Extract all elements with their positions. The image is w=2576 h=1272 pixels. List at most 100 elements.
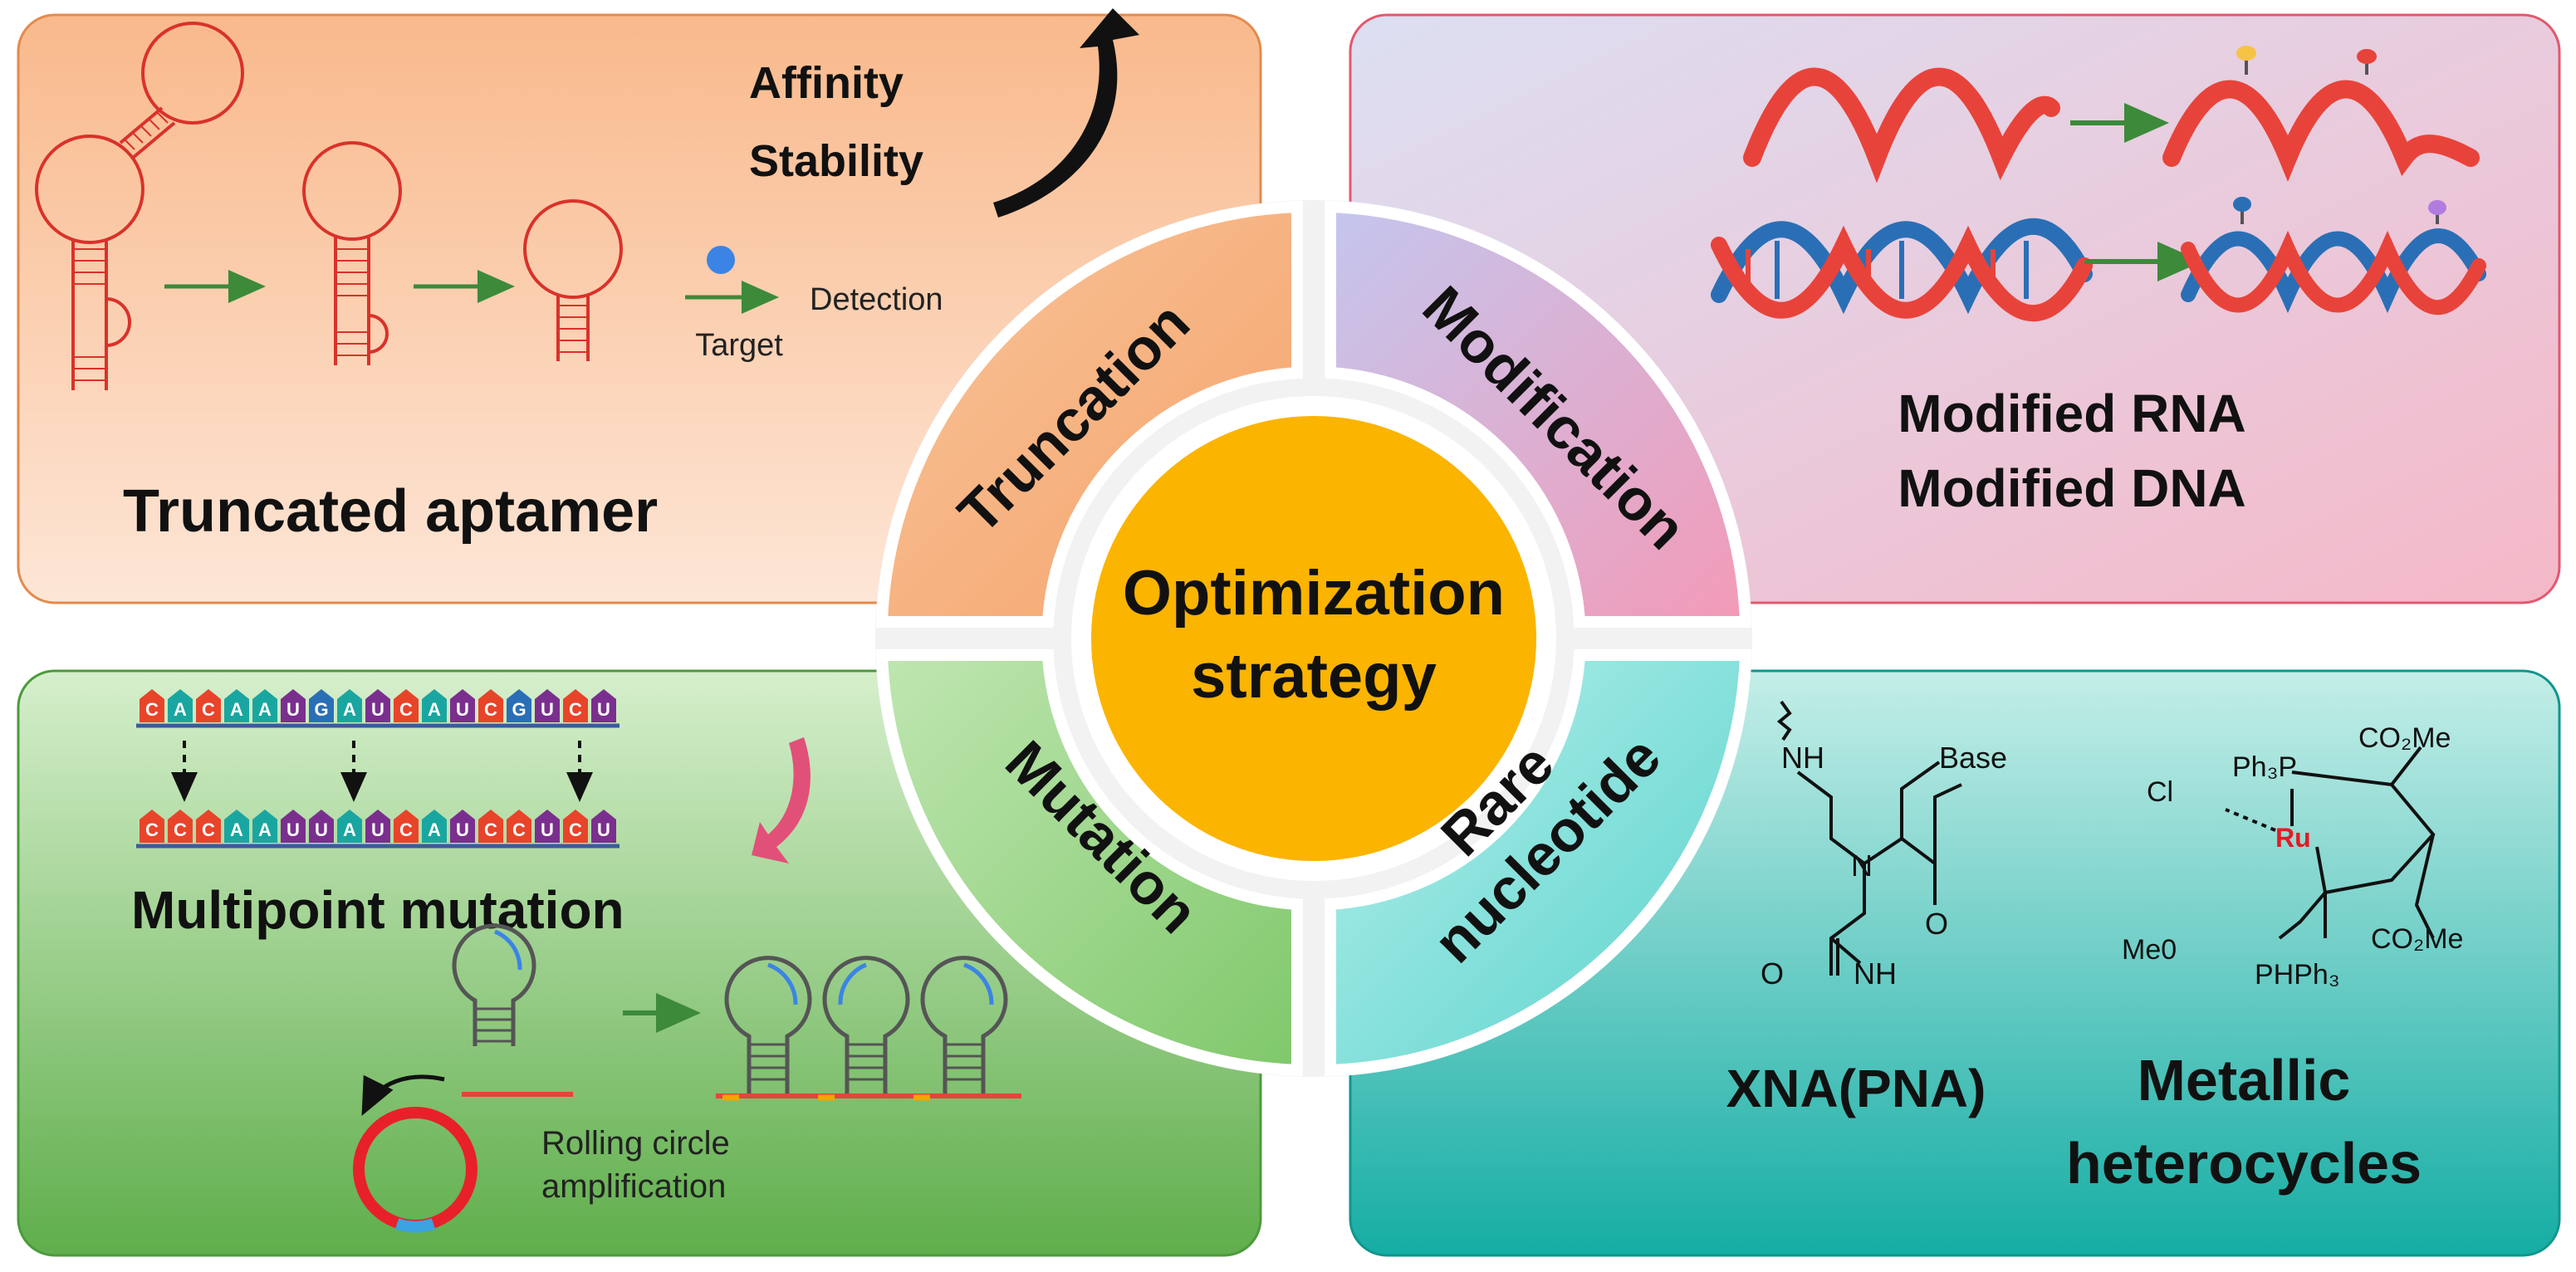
nucleotide-tag: [591, 689, 616, 722]
metal-cl: Cl: [2147, 776, 2173, 808]
metallacycle-structure-icon: [2225, 746, 2436, 940]
nucleotide-letter: U: [456, 819, 469, 840]
nucleotide-letter: C: [202, 819, 215, 840]
metal-ru: Ru: [2275, 823, 2311, 853]
nucleotide-tag: [450, 810, 475, 843]
nucleotide-letter: U: [371, 699, 384, 720]
truncation-title: Truncated aptamer: [123, 478, 658, 545]
nucleotide-tag: [394, 810, 419, 843]
nucleotide-letter: U: [371, 819, 384, 840]
nucleotide-tag: [252, 689, 277, 722]
nucleotide-letter: A: [230, 699, 243, 720]
nucleotide-tag: [591, 810, 616, 843]
metal-co2me-top: CO₂Me: [2358, 722, 2451, 754]
pna-nh-top: NH: [1781, 741, 1824, 775]
nucleotide-letter: U: [597, 819, 610, 840]
metallic-caption-line2: heterocycles: [2066, 1131, 2422, 1196]
ring-segment-modification: [1325, 200, 1752, 628]
nucleotide-letter: U: [456, 699, 469, 720]
pna-o2: O: [1761, 956, 1784, 991]
pna-o1: O: [1925, 907, 1948, 941]
nucleotide-tag: [140, 689, 164, 722]
nucleotide-letter: U: [286, 699, 300, 720]
curved-pink-arrow-icon: [752, 737, 811, 863]
short-aptamer-icon: [523, 199, 623, 361]
target-dot: [707, 246, 735, 274]
nucleotide-letter: C: [484, 819, 497, 840]
nucleotide-letter: C: [145, 699, 159, 720]
nucleotide-tag: [281, 810, 306, 843]
nucleotide-letter: C: [512, 819, 526, 840]
hairpin-aptamer-icon: [452, 923, 573, 1097]
nucleotide-tag: [365, 810, 390, 843]
metal-phph3: PHPh₃: [2255, 959, 2340, 991]
nucleotide-tag: [140, 810, 164, 843]
stability-label: Stability: [749, 136, 923, 186]
affinity-label: Affinity: [749, 58, 904, 108]
rolling-circle-icon: [353, 1074, 477, 1233]
nucleotide-tag: [365, 689, 390, 722]
amplified-hairpins-icon: [716, 956, 1021, 1101]
dna-helix-icon: [1711, 218, 2093, 321]
nucleotide-letter: C: [569, 699, 582, 720]
rca-label-line2: amplification: [541, 1168, 726, 1205]
nucleotide-tag: [309, 810, 334, 843]
nucleotide-tag: [563, 689, 588, 722]
rna-strand-icon: [1743, 67, 2060, 183]
nucleotide-letter: C: [174, 819, 187, 840]
xna-caption: XNA(PNA): [1726, 1059, 1986, 1118]
nucleotide-letter: C: [399, 819, 413, 840]
nucleotide-tag: [450, 689, 475, 722]
center-title-line1: Optimization: [1123, 558, 1505, 629]
nucleotide-tag: [535, 689, 560, 722]
mutation-title: Multipoint mutation: [131, 880, 624, 940]
target-label: Target: [695, 328, 783, 363]
nucleotide-letter: A: [258, 819, 272, 840]
modified-rna-strand-icon: [2162, 46, 2480, 183]
increase-arrow-icon: [993, 8, 1139, 218]
pna-n: N: [1851, 849, 1873, 883]
nucleotide-letter: A: [258, 699, 272, 720]
nucleotide-letter: U: [541, 819, 554, 840]
nucleotide-letter: C: [399, 699, 413, 720]
nucleotide-tag: [563, 810, 588, 843]
center-title-line2: strategy: [1191, 641, 1437, 712]
nucleotide-tag: [196, 810, 221, 843]
nucleotide-letter: U: [597, 699, 610, 720]
mutation-dashed-arrows: [171, 741, 593, 802]
pna-base: Base: [1939, 741, 2007, 775]
nucleotide-tag: [394, 689, 419, 722]
nucleotide-tag: [281, 689, 306, 722]
mid-aptamer-icon: [302, 141, 402, 365]
nucleotide-tag: [478, 810, 503, 843]
nucleotide-tag: [535, 810, 560, 843]
ring-segment-mutation: [875, 649, 1303, 1077]
metal-meo: Me0: [2122, 934, 2177, 966]
nucleotide-letter: A: [174, 699, 187, 720]
nucleotide-letter: G: [512, 699, 526, 720]
pna-nh-bottom: NH: [1854, 956, 1897, 991]
nucleotide-letter: A: [343, 819, 356, 840]
nucleotide-tag: [422, 689, 447, 722]
metal-ph3p: Ph₃P: [2232, 751, 2297, 783]
nucleotide-tag: [196, 689, 221, 722]
detection-label: Detection: [810, 282, 943, 317]
nucleotide-tag: [507, 810, 531, 843]
modified-dna-caption: Modified DNA: [1898, 458, 2246, 518]
nucleotide-tag: [252, 810, 277, 843]
nucleotide-letter: U: [541, 699, 554, 720]
modified-dna-helix-icon: [2181, 197, 2486, 316]
modified-rna-caption: Modified RNA: [1898, 384, 2246, 443]
nucleotide-tag: [507, 689, 531, 722]
nucleotide-tag: [224, 689, 249, 722]
nucleotide-tag: [168, 689, 193, 722]
center-disc: [1091, 416, 1536, 861]
ring-segment-rare-nucleotide: [1325, 649, 1752, 1077]
metal-co2me-bottom: CO₂Me: [2371, 923, 2463, 955]
nucleotide-letter: A: [428, 699, 441, 720]
nucleotide-tag: [309, 689, 334, 722]
nucleotide-letter: C: [202, 699, 215, 720]
